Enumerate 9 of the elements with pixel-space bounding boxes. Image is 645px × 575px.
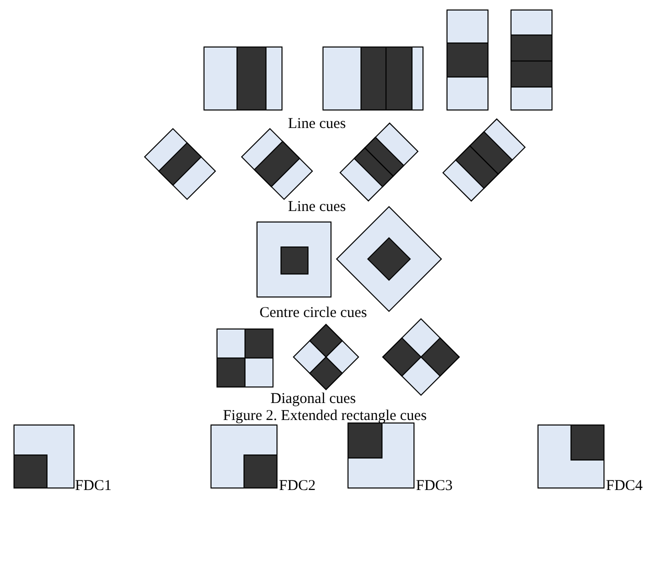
group-label: Line cues — [288, 199, 346, 216]
pattern-label: FDC3 — [416, 478, 453, 495]
pattern-label: FDC1 — [75, 478, 112, 495]
pattern-label: FDC2 — [279, 478, 316, 495]
group-label: Line cues — [288, 116, 346, 133]
figure-caption: Figure 2. Extended rectangle cues — [223, 408, 427, 425]
group-label: Centre circle cues — [260, 305, 367, 322]
group-label: Diagonal cues — [270, 391, 356, 408]
pattern-label: FDC4 — [606, 478, 643, 495]
